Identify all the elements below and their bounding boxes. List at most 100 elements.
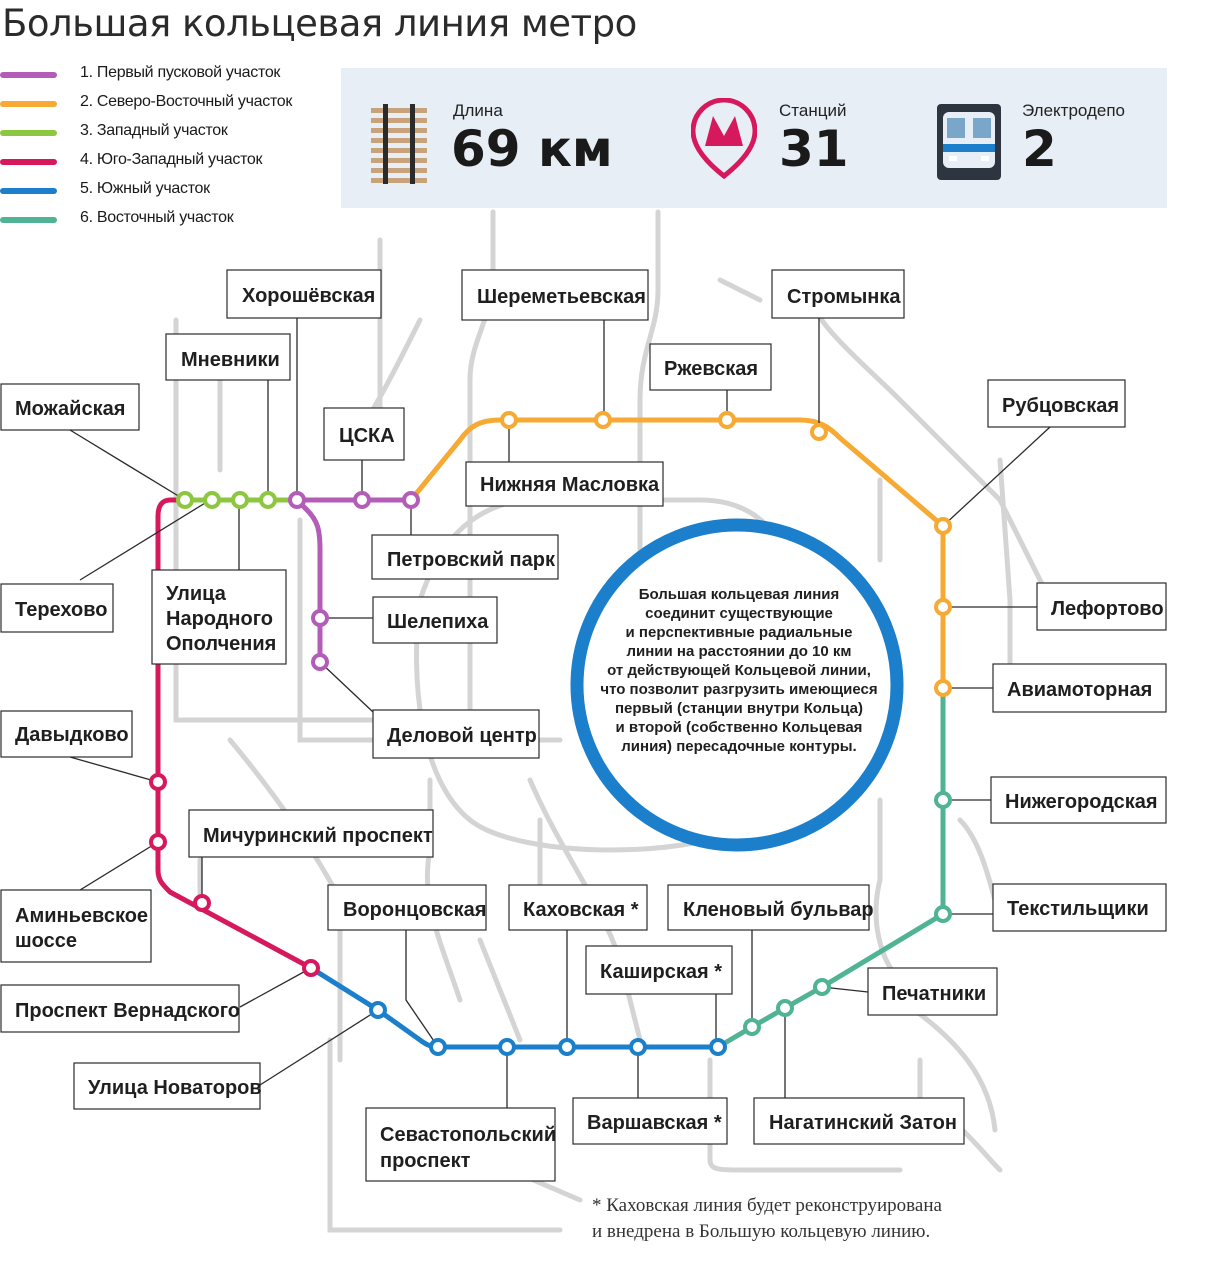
station-dot (934, 679, 952, 697)
station-dot (302, 959, 320, 977)
line-purple (294, 497, 414, 665)
station-label-ulitsa-narodnogo-opolcheniya: Улица Народного Ополчения (151, 569, 287, 665)
legend-swatch (0, 72, 57, 78)
station-dot (718, 411, 736, 429)
station-name: Нагатинский Затон (769, 1112, 957, 1134)
station-name: Шереметьевская (477, 286, 646, 308)
stats-panel: Длина 69 км Станций 31 Электродепо 2 (341, 68, 1167, 208)
station-name: Текстильщики (1007, 898, 1149, 920)
station-dot (149, 773, 167, 791)
metro-logo-icon (691, 98, 757, 180)
station-dot (311, 653, 329, 671)
stat-length: Длина 69 км (369, 68, 669, 208)
station-name: Аминьевское (15, 905, 148, 927)
station-name: шоссе (15, 930, 77, 952)
station-dot (203, 491, 221, 509)
station-dot (259, 491, 277, 509)
station-label-pechatniki: Печатники (867, 967, 998, 1016)
station-dot (429, 1038, 447, 1056)
stat-label: Электродепо (1022, 101, 1126, 120)
legend-label: 6. Восточный участок (80, 209, 234, 226)
station-label-kashirskaya: Каширская * (585, 945, 733, 995)
station-label-kakhovskaya: Каховская * (508, 884, 648, 931)
station-name: Петровский парк (387, 549, 556, 571)
station-label-shelepikha: Шелепиха (372, 596, 498, 644)
station-label-nizhegorodskaya: Нижегородская (990, 776, 1167, 824)
leader-lines (69, 318, 1051, 1108)
station-dot (934, 905, 952, 923)
stat-value: 69 км (451, 120, 613, 178)
station-name: Авиамоторная (1007, 679, 1152, 701)
station-name: Деловой центр (387, 725, 537, 747)
station-dot (369, 1001, 387, 1019)
station-label-mnevniki: Мневники (165, 333, 291, 381)
station-name: Севастопольский (380, 1124, 556, 1146)
train-icon (937, 104, 1001, 180)
station-name: Давыдково (15, 724, 129, 746)
station-name: Нижняя Масловка (480, 474, 660, 496)
stat-label: Длина (453, 101, 503, 120)
station-label-sheremetyevskaya: Шереметьевская (461, 269, 649, 321)
station-label-vorontsovskaya: Воронцовская (327, 884, 487, 931)
station-name: Улица (166, 583, 227, 605)
station-label-lefortovo: Лефортово (1036, 582, 1167, 631)
station-label-nizhnyaya-maslovka: Нижняя Масловка (465, 461, 664, 507)
legend-swatch (0, 101, 57, 107)
station-name: Мневники (181, 349, 280, 371)
station-dot (709, 1038, 727, 1056)
stat-value: 2 (1022, 120, 1057, 178)
station-label-varshavskaya: Варшавская * (572, 1097, 728, 1145)
station-label-aminyevskoye-shosse: Аминьевское шоссе (0, 889, 152, 963)
station-label-sevastopolsky-prospekt: Севастопольский проспект (365, 1107, 556, 1182)
station-label-tekstilshchiki: Текстильщики (992, 883, 1167, 932)
station-name: Улица Новаторов (88, 1077, 262, 1099)
station-dot (934, 791, 952, 809)
station-name: Народного (166, 608, 273, 630)
station-dot (810, 423, 828, 441)
station-label-terekhovo: Терехово (0, 583, 114, 633)
rail-track-icon (371, 104, 427, 184)
legend-swatch (0, 130, 57, 136)
station-dot (288, 491, 306, 509)
stat-depots: Электродепо 2 (937, 68, 1157, 208)
station-name: Каширская * (600, 961, 722, 983)
legend-label: 5. Южный участок (80, 180, 210, 197)
station-dot (149, 833, 167, 851)
station-dot (311, 609, 329, 627)
station-label-stromynka: Стромынка (771, 269, 905, 319)
station-name: Печатники (882, 983, 986, 1005)
station-label-cska: ЦСКА (323, 407, 405, 461)
line-blue (308, 965, 721, 1050)
station-labels: Хорошёвская Шереметьевская Стромынка Мне… (0, 269, 1167, 1182)
station-label-khoroshevskaya: Хорошёвская (226, 269, 382, 319)
station-label-delovoy-tsentr: Деловой центр (372, 709, 540, 759)
station-dot (629, 1038, 647, 1056)
station-name: Хорошёвская (242, 285, 375, 307)
station-name: Шелепиха (387, 611, 489, 633)
station-dot (498, 1038, 516, 1056)
station-label-prospekt-vernadskogo: Проспект Вернадского (0, 984, 240, 1033)
stat-stations: Станций 31 (691, 68, 891, 208)
station-label-michurinsky-prospekt: Мичуринский проспект (188, 809, 434, 858)
station-dot (776, 999, 794, 1017)
stat-value: 31 (779, 120, 849, 178)
legend-label: 2. Северо-Восточный участок (80, 93, 293, 110)
legend-swatch (0, 188, 57, 194)
station-name: Ржевская (664, 358, 758, 380)
station-name: Лефортово (1051, 598, 1164, 620)
station-label-aviamotornaya: Авиамоторная (992, 663, 1167, 713)
station-dot (176, 491, 194, 509)
station-label-nagatinsky-zaton: Нагатинский Затон (753, 1097, 965, 1145)
station-name: Можайская (15, 398, 125, 420)
station-label-rzhevskaya: Ржевская (649, 343, 772, 391)
legend-label: 1. Первый пусковой участок (80, 64, 281, 81)
station-dot (934, 598, 952, 616)
station-label-ulitsa-novatorov: Улица Новаторов (73, 1062, 262, 1110)
station-dot (813, 978, 831, 996)
station-dot (353, 491, 371, 509)
footnote: * Каховская линия будет реконструирована… (592, 1195, 942, 1242)
station-name: проспект (380, 1150, 471, 1172)
station-name: Мичуринский проспект (203, 825, 433, 847)
station-name: Стромынка (787, 286, 901, 308)
station-dot (594, 411, 612, 429)
